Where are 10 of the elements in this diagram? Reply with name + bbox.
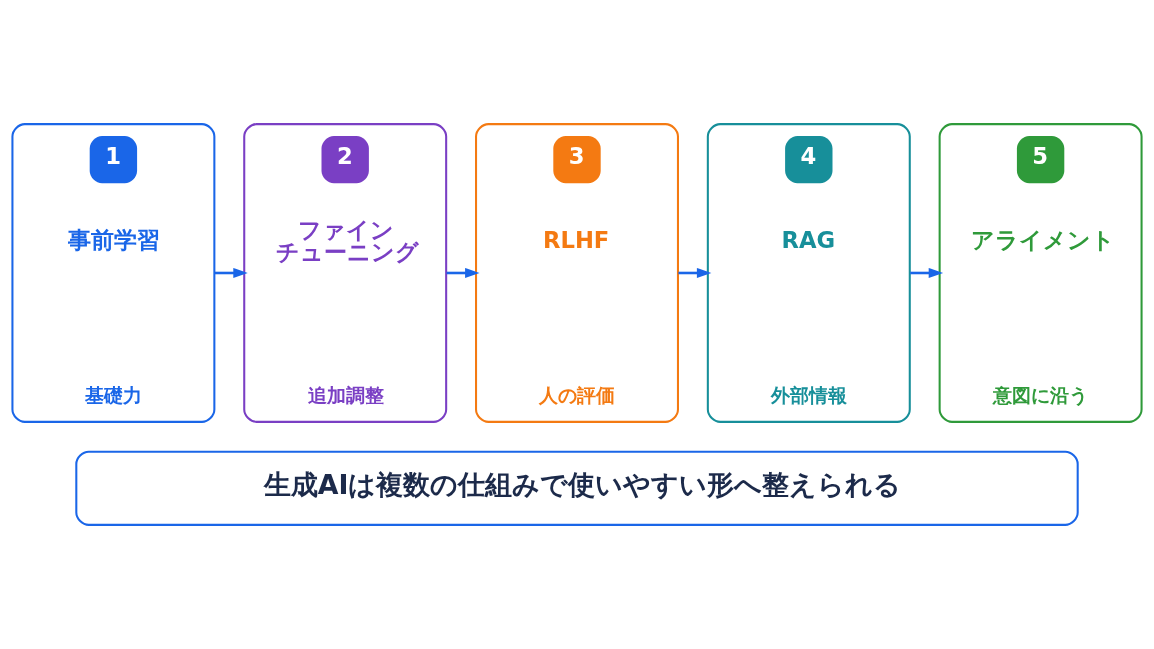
arrow	[910, 267, 944, 279]
node-box: 1 事前学習 基礎力	[11, 123, 216, 423]
arrow	[678, 267, 712, 279]
node-box: 5 アライメント 意図に沿う	[938, 123, 1143, 423]
arrow	[446, 267, 480, 279]
node-box: 4 RAG 外部情報	[706, 123, 911, 423]
node-box: 生成AIは複数の仕組みで使いやすい形へ整えられる	[75, 450, 1079, 526]
node-box: 2 ファインチューニング 追加調整	[243, 123, 448, 423]
node-box: 3 RLHF 人の評価	[475, 123, 679, 423]
arrow	[214, 267, 248, 279]
